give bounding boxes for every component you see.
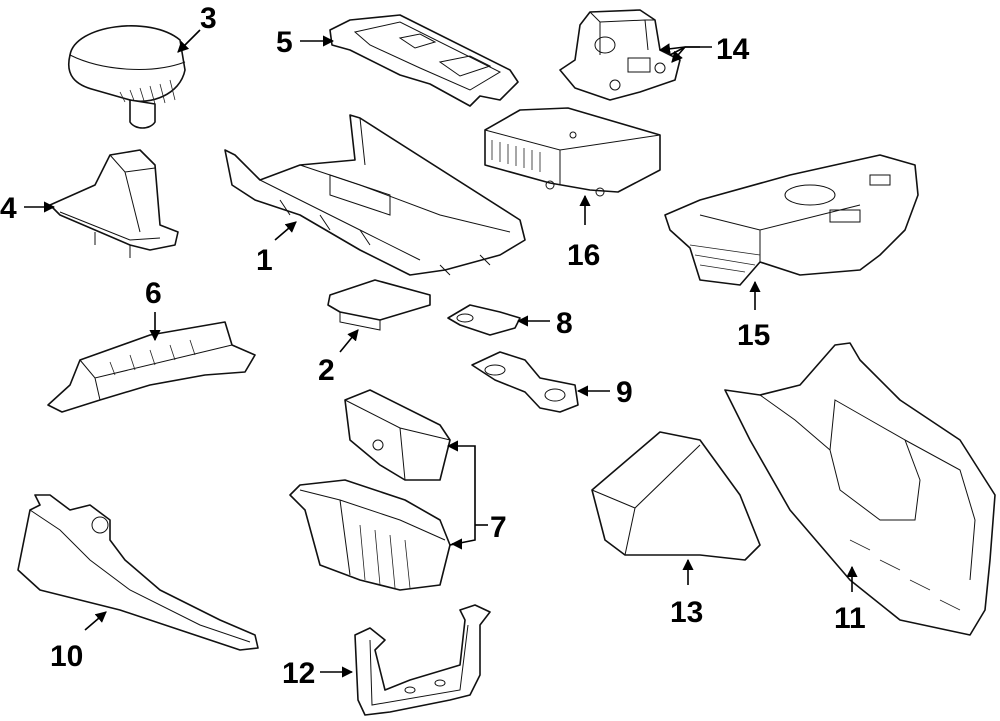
part-11-side-panel[interactable]: [724, 342, 996, 636]
callout-5: 5: [276, 26, 293, 59]
leader-1: [274, 221, 297, 241]
callout-12: 12: [282, 657, 315, 690]
callout-14: 14: [716, 33, 750, 66]
leader-2: [339, 329, 359, 353]
part-4-shift-boot[interactable]: [49, 149, 179, 258]
callout-15: 15: [737, 319, 770, 352]
part-9-bracket-plate[interactable]: [471, 351, 579, 413]
callout-16: 16: [567, 239, 600, 272]
part-13-duct[interactable]: [591, 431, 761, 561]
leader-14b: [671, 46, 686, 63]
leader-3: [177, 29, 201, 53]
leader-10: [84, 611, 107, 631]
part-16-control-module[interactable]: [484, 107, 661, 197]
part-7-storage-box[interactable]: [289, 479, 451, 591]
callout-1: 1: [256, 244, 273, 277]
callout-7: 7: [490, 511, 507, 544]
callout-labels: 1 2 3 4 5 6 7 8 9 10 11 12 13 14 15 16: [0, 2, 866, 690]
part-14-shift-lever-assembly[interactable]: [559, 9, 681, 101]
part-15-switch-panel[interactable]: [664, 154, 919, 286]
callout-4: 4: [0, 192, 17, 225]
leader-7-bracket: [449, 445, 476, 546]
callout-8: 8: [556, 307, 573, 340]
part-5-console-upper-panel[interactable]: [329, 14, 519, 107]
callout-11: 11: [834, 602, 866, 635]
part-6-shift-indicator[interactable]: [47, 321, 256, 413]
part-1-console-box[interactable]: [224, 114, 526, 276]
leader-14a: [658, 43, 686, 55]
callout-3: 3: [200, 2, 217, 35]
callout-9: 9: [616, 376, 633, 409]
callout-2: 2: [318, 354, 335, 387]
part-10-side-trim[interactable]: [17, 494, 259, 651]
callout-6: 6: [145, 277, 162, 310]
callout-13: 13: [670, 596, 703, 629]
part-12-bracket[interactable]: [354, 604, 491, 716]
part-2-cover[interactable]: [327, 279, 431, 331]
part-8-gasket[interactable]: [447, 304, 521, 336]
callout-10: 10: [50, 640, 83, 673]
part-3-shift-knob[interactable]: [68, 25, 186, 129]
leader-lines: [24, 29, 858, 678]
part-7-cup-holder-upper[interactable]: [344, 389, 451, 481]
